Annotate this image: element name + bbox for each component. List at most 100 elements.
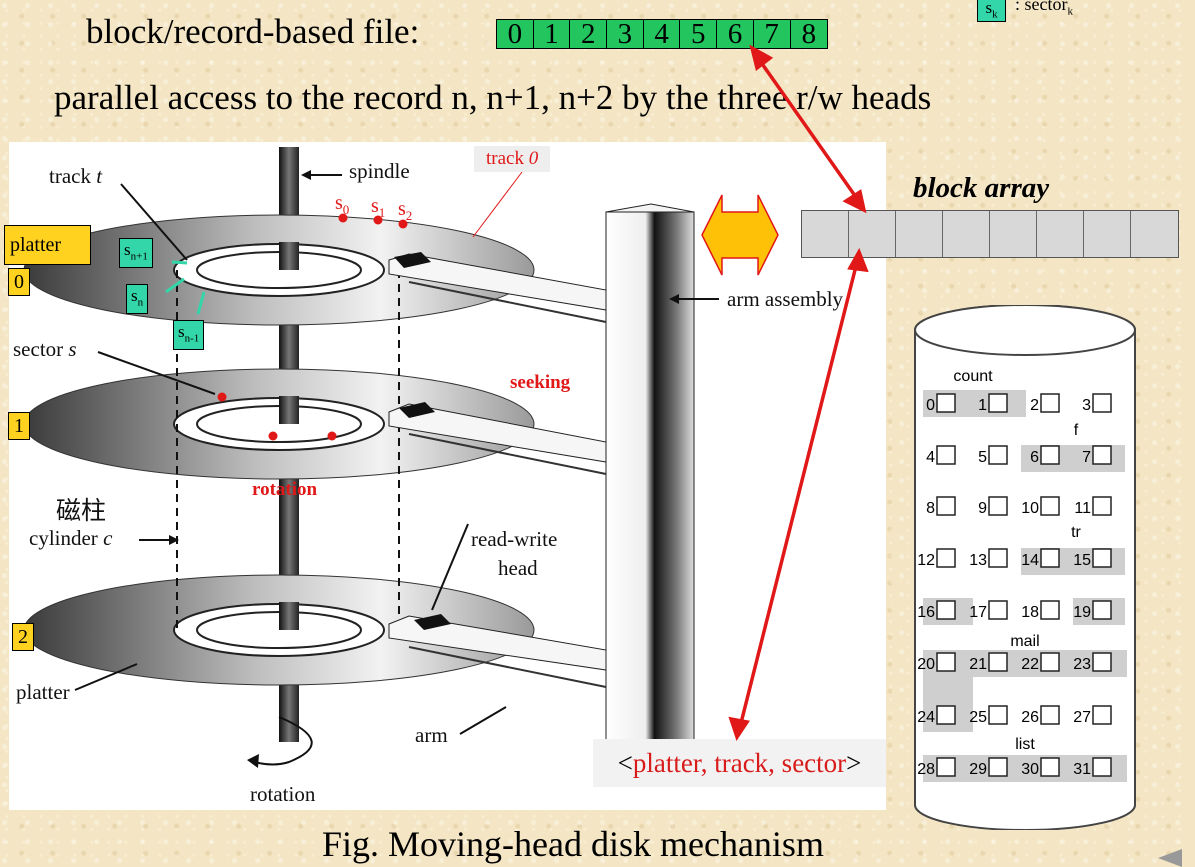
rotation-red-label: rotation bbox=[252, 479, 318, 500]
block-cell bbox=[849, 211, 896, 257]
block-number: 5 bbox=[978, 449, 987, 466]
platter-bottom-label: platter bbox=[16, 680, 70, 704]
block-number: 11 bbox=[1074, 500, 1091, 517]
block-number: 31 bbox=[1073, 761, 1091, 778]
block-allocated bbox=[1092, 548, 1112, 568]
file-label: block/record-based file: bbox=[86, 12, 420, 51]
block-free bbox=[988, 445, 1008, 465]
previous-slide-icon[interactable] bbox=[1158, 849, 1182, 867]
track-t-label: track t bbox=[49, 164, 103, 188]
block-number: 20 bbox=[917, 656, 935, 673]
block-allocated bbox=[1092, 652, 1112, 672]
block-number: 10 bbox=[1021, 500, 1039, 517]
sector-n-plus-1-tag: sn+1 bbox=[119, 238, 153, 269]
block-number: 4 bbox=[926, 449, 935, 466]
block-cell bbox=[1037, 211, 1084, 257]
block-number: 21 bbox=[969, 656, 987, 673]
platter-number-1: 1 bbox=[8, 412, 30, 440]
platter-tag: platter bbox=[4, 225, 91, 265]
block-cell bbox=[802, 211, 849, 257]
cylinder-c-label: cylinder c bbox=[29, 526, 113, 550]
platter-number-0: 0 bbox=[8, 268, 30, 296]
block-number: 24 bbox=[917, 709, 935, 726]
record-cell-1: 1 bbox=[533, 18, 571, 50]
block-cell bbox=[943, 211, 990, 257]
block-allocated bbox=[936, 705, 956, 725]
block-number: 9 bbox=[978, 500, 987, 517]
block-free bbox=[1092, 393, 1112, 413]
block-allocated bbox=[936, 393, 956, 413]
block-number: 6 bbox=[1030, 449, 1039, 466]
block-number: 18 bbox=[1021, 604, 1039, 621]
sector-legend-text: : sectork bbox=[1015, 0, 1073, 18]
record-cell-2: 2 bbox=[570, 18, 608, 50]
block-allocated bbox=[936, 600, 956, 620]
track-0-label: track 0 bbox=[474, 146, 551, 172]
record-cell-3: 3 bbox=[607, 18, 644, 50]
file-name-label: mail bbox=[1010, 633, 1039, 650]
arm-assembly-column bbox=[605, 211, 695, 753]
block-free bbox=[936, 548, 956, 568]
block-number: 22 bbox=[1021, 656, 1039, 673]
block-free bbox=[1040, 652, 1060, 672]
file-name-label: count bbox=[953, 368, 993, 385]
block-allocated bbox=[1092, 757, 1112, 777]
block-number: 23 bbox=[1073, 656, 1091, 673]
sector-n-minus-1-tag: sn-1 bbox=[173, 320, 205, 351]
block-number: 12 bbox=[917, 552, 935, 569]
block-number: 16 bbox=[917, 604, 935, 621]
block-allocated bbox=[1092, 445, 1112, 465]
block-number: 26 bbox=[1021, 709, 1039, 726]
record-cell-5: 5 bbox=[680, 18, 718, 50]
transfer-double-arrow bbox=[701, 194, 779, 276]
block-free bbox=[936, 445, 956, 465]
block-allocated bbox=[936, 757, 956, 777]
record-cell-0: 0 bbox=[497, 18, 534, 50]
block-free bbox=[936, 496, 956, 516]
block-allocated bbox=[988, 393, 1008, 413]
block-number: 30 bbox=[1021, 761, 1039, 778]
s0-label: s0 bbox=[335, 192, 350, 217]
cylinder-chinese-label: 磁柱 bbox=[56, 498, 107, 525]
block-cell bbox=[1084, 211, 1131, 257]
block-number: 8 bbox=[926, 500, 935, 517]
file-name-label: list bbox=[1015, 736, 1035, 753]
platter-2 bbox=[23, 574, 535, 686]
figure-caption: Fig. Moving-head disk mechanism bbox=[322, 824, 824, 864]
block-number: 14 bbox=[1021, 552, 1039, 569]
block-number: 15 bbox=[1073, 552, 1091, 569]
block-number: 1 bbox=[978, 397, 987, 414]
arm-2 bbox=[388, 614, 607, 688]
block-number: 25 bbox=[969, 709, 987, 726]
block-free bbox=[988, 652, 1008, 672]
block-cell bbox=[896, 211, 943, 257]
record-cell-8: 8 bbox=[790, 18, 828, 50]
block-number: 7 bbox=[1082, 449, 1091, 466]
block-allocated bbox=[1040, 757, 1060, 777]
head-label: head bbox=[498, 556, 538, 580]
block-number: 13 bbox=[969, 552, 987, 569]
block-cell bbox=[1131, 211, 1178, 257]
spindle-label: spindle bbox=[349, 159, 410, 183]
block-cell bbox=[990, 211, 1037, 257]
seeking-label: seeking bbox=[510, 372, 571, 393]
block-allocated bbox=[936, 652, 956, 672]
disk-drawing bbox=[23, 147, 719, 768]
block-array-title: block array bbox=[913, 172, 1050, 204]
read-write-label: read-write bbox=[471, 527, 558, 551]
block-free bbox=[1040, 393, 1060, 413]
block-array bbox=[801, 210, 1179, 258]
record-cell-4: 4 bbox=[643, 18, 681, 50]
record-cell-6: 6 bbox=[717, 18, 754, 50]
rotation-label: rotation bbox=[250, 782, 316, 806]
address-box: <platter, track, sector> bbox=[593, 739, 886, 787]
s1-label: s1 bbox=[371, 195, 386, 220]
sector-n-tag: sn bbox=[126, 284, 149, 315]
block-free bbox=[1092, 496, 1112, 516]
arm-assembly-label: arm assembly bbox=[727, 287, 844, 311]
block-number: 27 bbox=[1073, 709, 1091, 726]
block-number: 28 bbox=[917, 761, 935, 778]
sector-legend-key: sk bbox=[977, 0, 1006, 22]
block-number: 29 bbox=[969, 761, 987, 778]
